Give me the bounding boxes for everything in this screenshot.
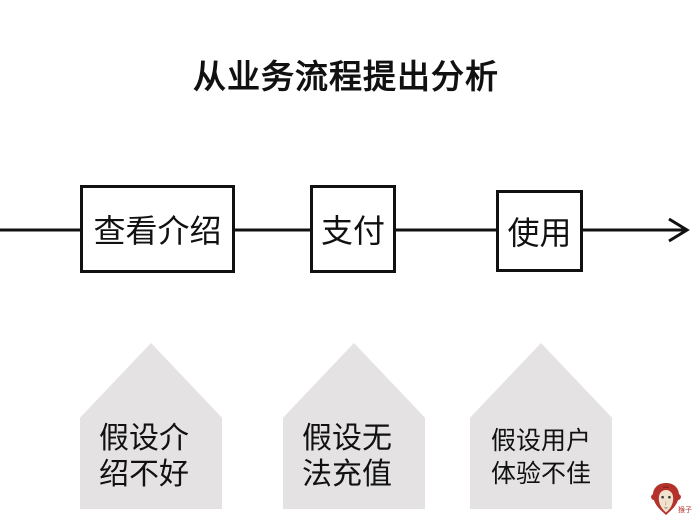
flow-step-view-introduction: 查看介绍 (80, 185, 235, 273)
logo-label: 猴子 (678, 507, 692, 514)
hypothesis-text: 假设无 法充值 (302, 422, 392, 491)
flow-step-payment: 支付 (310, 185, 396, 273)
flow-step-label: 使用 (507, 215, 572, 251)
flow-step-use: 使用 (496, 190, 583, 272)
flow-step-label: 支付 (320, 213, 385, 249)
hypothesis-callout-experience: 假设用户 体验不佳 (470, 343, 612, 509)
hypothesis-callout-introduction: 假设介 绍不好 (80, 343, 222, 509)
flow-step-label: 查看介绍 (93, 213, 222, 249)
hypothesis-text: 假设介 绍不好 (99, 422, 189, 491)
monkey-face-icon (651, 483, 681, 515)
slide-title: 从业务流程提出分析 (193, 58, 499, 95)
arrow-right-icon (668, 217, 690, 243)
monkey-logo: 猴子 (651, 482, 692, 518)
hypothesis-text: 假设用户 体验不佳 (490, 427, 591, 488)
hypothesis-callout-recharge: 假设无 法充值 (283, 343, 425, 509)
